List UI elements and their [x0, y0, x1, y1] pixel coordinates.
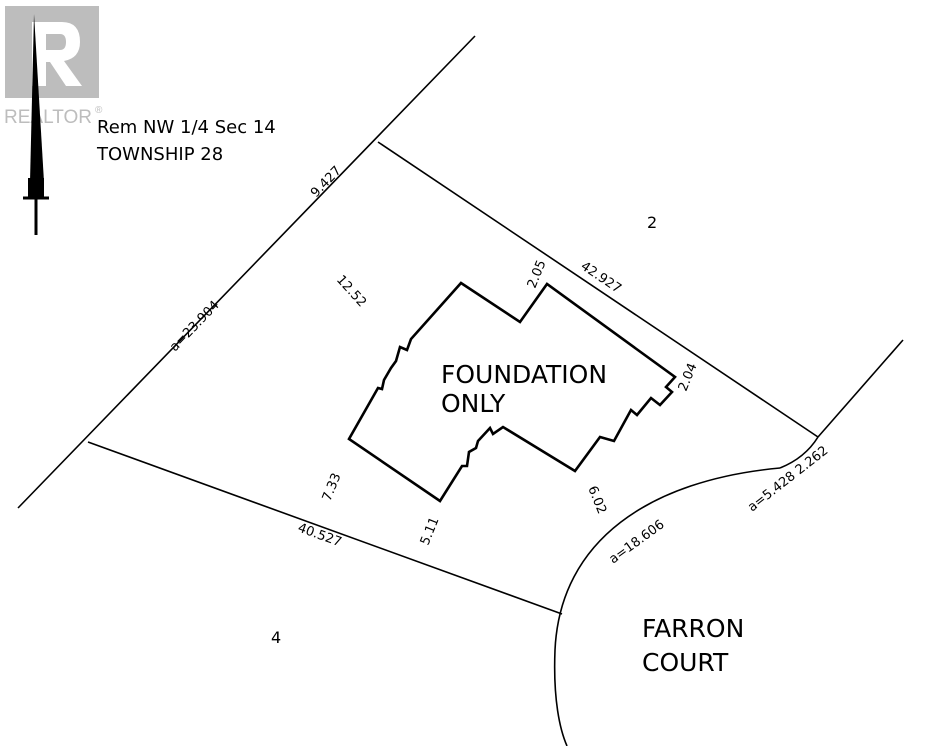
legal-description-line1: Rem NW 1/4 Sec 14	[97, 117, 276, 138]
dim-south-boundary: 40.527	[296, 521, 344, 551]
property-boundary	[17, 35, 904, 746]
setback-east: 2.04	[676, 361, 701, 393]
foundation-label-line1: FOUNDATION	[441, 360, 607, 389]
foundation-label-line2: ONLY	[441, 389, 506, 418]
setback-north-1: 12.52	[333, 273, 369, 311]
frontage-curve	[779, 436, 819, 469]
dim-frontage: a=5.428 2.262	[745, 443, 831, 515]
setback-south-1: 5.11	[418, 515, 443, 547]
north-arrow-icon	[23, 14, 49, 235]
south-boundary-line	[87, 441, 563, 615]
setback-south-2: 6.02	[584, 484, 609, 516]
foundation-footprint	[347, 281, 677, 503]
realtor-wordmark: REALTOR	[4, 107, 92, 128]
ne-boundary-line	[377, 141, 819, 438]
setback-west: 7.33	[320, 471, 345, 503]
east-road-line	[817, 339, 904, 438]
realtor-logo-watermark: REALTOR ®	[4, 6, 103, 128]
lot-4-label: 4	[271, 628, 281, 647]
legal-description-line2: TOWNSHIP 28	[96, 144, 223, 165]
dim-nw-arc: a=23.904	[167, 298, 222, 355]
street-name-line1: FARRON	[642, 614, 744, 643]
lot-2-label: 2	[647, 213, 657, 232]
cul-de-sac-arc	[553, 467, 781, 746]
dim-nw-top: 9.427	[308, 164, 345, 201]
street-name-line2: COURT	[642, 648, 729, 677]
registered-mark: ®	[95, 105, 103, 116]
dim-cul-de-sac-arc: a=18.606	[607, 517, 668, 567]
nw-road-line	[17, 35, 476, 509]
